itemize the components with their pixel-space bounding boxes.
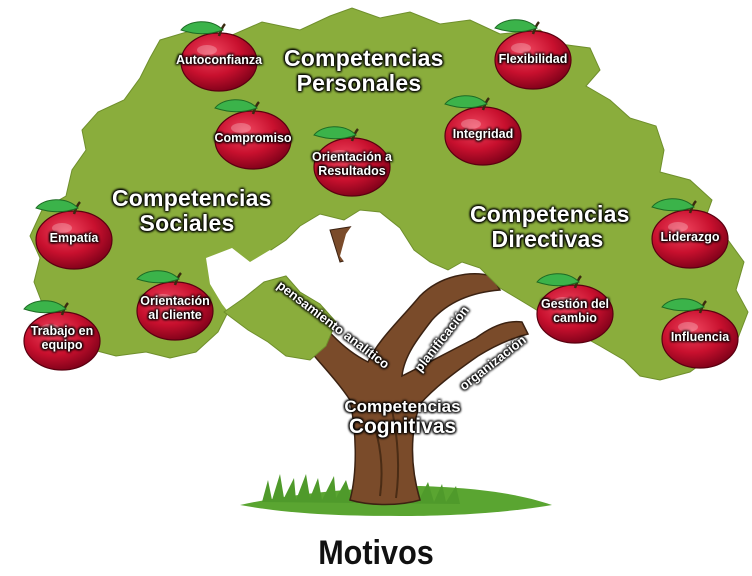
group-label-cognitivas: Competencias Cognitivas [340,397,465,439]
group-line: Competencias [112,185,272,211]
apple-label-line: Orientación [140,294,210,308]
group-label-directivas: Competencias Directivas [470,201,630,252]
page-title: Motivos [318,534,434,572]
apple-label-orientacion-resultados: Orientación a Resultados [302,150,402,178]
apple-label-trabajo-equipo: Trabajo en equipo [12,324,112,352]
apple-label-compromiso: Compromiso [203,131,303,146]
apple-label-line: Influencia [670,330,730,344]
apple-label-orientacion-cliente: Orientación al cliente [125,294,225,322]
apple-label-line: Liderazgo [660,230,720,244]
apple-label-liderazgo: Liderazgo [645,230,735,245]
apple-label-autoconfianza: Autoconfianza [164,53,274,68]
apple-label-integridad: Integridad [433,127,533,142]
group-line: Cognitivas [348,415,457,439]
apple-label-flexibilidad: Flexibilidad [483,52,583,67]
apple-label-line: Integridad [452,127,514,141]
apple-label-influencia: Influencia [650,330,750,345]
apple-label-line: Compromiso [214,131,292,145]
group-label-sociales: Competencias Sociales [112,185,272,236]
apple-label-empatia: Empatía [29,231,119,246]
apple-label-line: Gestión del [540,297,610,311]
group-line: Directivas [491,225,604,252]
apple-label-line: al cliente [148,307,202,322]
apple-label-line: cambio [553,310,597,325]
apple-label-line: Orientación a [312,150,392,164]
group-label-personales: Competencias Personales [284,45,444,96]
group-line: Sociales [139,209,235,236]
apple-label-line: Resultados [318,163,386,178]
apple-label-line: Trabajo en [30,324,94,338]
apple-label-gestion-cambio: Gestión del cambio [525,297,625,325]
group-line: Competencias [284,45,444,71]
apple-label-line: Empatía [49,231,99,245]
apple-label-line: Autoconfianza [175,53,263,67]
group-line: Competencias [470,201,630,227]
group-line: Competencias [344,397,461,416]
group-line: Personales [296,69,422,96]
apple-label-line: Flexibilidad [498,52,568,66]
apple-label-line: equipo [41,337,83,352]
